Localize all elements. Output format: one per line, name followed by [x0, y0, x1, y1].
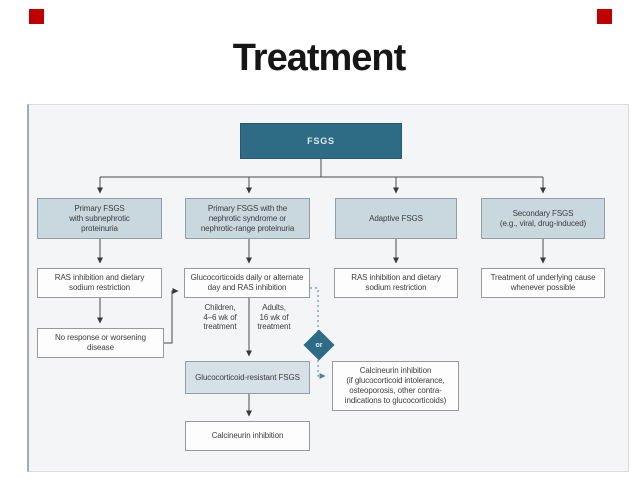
- label-duration-children: Children, 4–6 wk of treatment: [203, 303, 237, 331]
- slide-title: Treatment: [232, 37, 407, 79]
- node-secondary-label: Secondary FSGS (e.g., viral, drug-induce…: [499, 208, 587, 228]
- node-calcineurin-label: Calcineurin inhibition: [211, 431, 284, 440]
- node-glucocorticoid-resistant-label: Glucocorticoid-resistant FSGS: [195, 372, 300, 382]
- node-glucocorticoid-resistant: Glucocorticoid-resistant FSGS: [185, 361, 310, 394]
- node-primary-nephrotic: Primary FSGS with the nephrotic syndrome…: [185, 198, 310, 239]
- or-diamond-label: or: [315, 341, 323, 349]
- decor-square-left: [29, 9, 44, 24]
- node-ras-inhibition-2: RAS inhibition and dietary sodium restri…: [334, 268, 458, 298]
- node-glucocorticoids-label: Glucocorticoids daily or alternate day a…: [190, 273, 304, 292]
- node-primary-subnephrotic-label: Primary FSGS with subnephrotic proteinur…: [69, 203, 130, 233]
- node-no-response-label: No response or worsening disease: [55, 333, 146, 352]
- label-duration-adults: Adults, 16 wk of treatment: [257, 303, 291, 331]
- connector-feedback-loop: [164, 288, 179, 344]
- node-adaptive: Adaptive FSGS: [335, 198, 457, 239]
- node-calcineurin: Calcineurin inhibition: [185, 421, 310, 451]
- node-adaptive-label: Adaptive FSGS: [369, 213, 423, 223]
- node-ras-inhibition-2-label: RAS inhibition and dietary sodium restri…: [351, 273, 441, 292]
- node-secondary: Secondary FSGS (e.g., viral, drug-induce…: [481, 198, 605, 239]
- node-calcineurin-alt: Calcineurin inhibition (if glucocorticoi…: [332, 361, 459, 411]
- node-primary-nephrotic-label: Primary FSGS with the nephrotic syndrome…: [200, 203, 295, 233]
- node-underlying-cause-label: Treatment of underlying cause whenever p…: [490, 273, 596, 292]
- node-ras-inhibition-1: RAS inhibition and dietary sodium restri…: [37, 268, 162, 298]
- node-glucocorticoids: Glucocorticoids daily or alternate day a…: [184, 268, 310, 298]
- node-fsgs: FSGS: [240, 123, 402, 159]
- decor-square-right: [597, 9, 612, 24]
- node-ras-inhibition-1-label: RAS inhibition and dietary sodium restri…: [54, 273, 145, 292]
- or-diamond: or: [303, 329, 335, 361]
- node-calcineurin-alt-label: Calcineurin inhibition (if glucocorticoi…: [344, 366, 447, 405]
- node-primary-subnephrotic: Primary FSGS with subnephrotic proteinur…: [37, 198, 162, 239]
- node-no-response: No response or worsening disease: [37, 328, 164, 358]
- node-underlying-cause: Treatment of underlying cause whenever p…: [481, 268, 605, 298]
- flowchart-panel: FSGS Primary FSGS with subnephrotic prot…: [27, 104, 629, 472]
- node-fsgs-label: FSGS: [307, 136, 335, 146]
